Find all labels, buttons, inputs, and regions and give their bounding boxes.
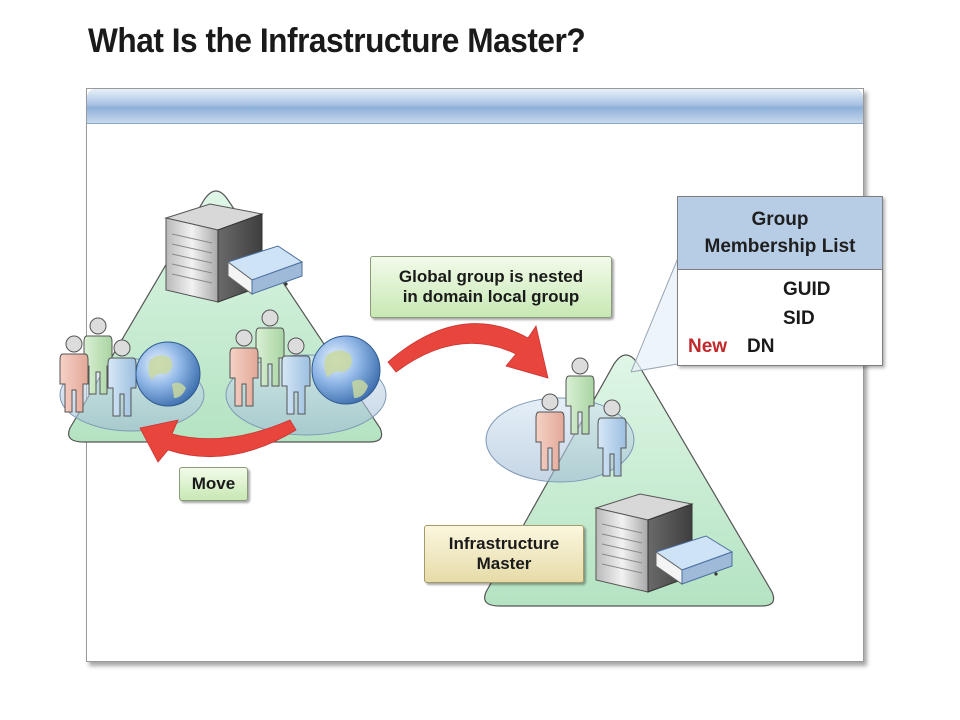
group-membership-list: Group Membership List GUID SID New DN bbox=[677, 196, 883, 366]
pointer-edge-top bbox=[630, 257, 679, 373]
slide-title: What Is the Infrastructure Master? bbox=[88, 22, 586, 60]
nested-group-callout: Global group is nested in domain local g… bbox=[370, 256, 612, 318]
move-callout: Move bbox=[179, 467, 248, 501]
membership-list-header: Group Membership List bbox=[678, 197, 882, 270]
globe-icon bbox=[311, 335, 381, 405]
infra-callout-line-2: Master bbox=[476, 554, 532, 573]
globe-icon bbox=[135, 341, 201, 407]
book-icon bbox=[654, 535, 734, 585]
pointer-edge-bottom bbox=[630, 363, 679, 373]
book-icon bbox=[226, 245, 304, 295]
panel-header-bar bbox=[87, 89, 863, 124]
new-indicator: New bbox=[688, 336, 728, 357]
membership-header-line-2: Membership List bbox=[704, 236, 856, 257]
curved-arrow-icon bbox=[139, 419, 297, 463]
nested-callout-line-1: Global group is nested bbox=[398, 267, 584, 286]
membership-header-line-1: Group bbox=[751, 209, 809, 230]
curved-arrow-icon bbox=[387, 323, 549, 379]
infra-callout-line-1: Infrastructure bbox=[448, 534, 560, 553]
move-label: Move bbox=[191, 474, 236, 493]
sid-attribute: SID bbox=[783, 308, 815, 329]
guid-attribute: GUID bbox=[783, 279, 831, 300]
dn-attribute: DN bbox=[747, 336, 775, 357]
infrastructure-master-callout: Infrastructure Master bbox=[424, 525, 584, 583]
nested-callout-line-2: in domain local group bbox=[402, 287, 580, 306]
